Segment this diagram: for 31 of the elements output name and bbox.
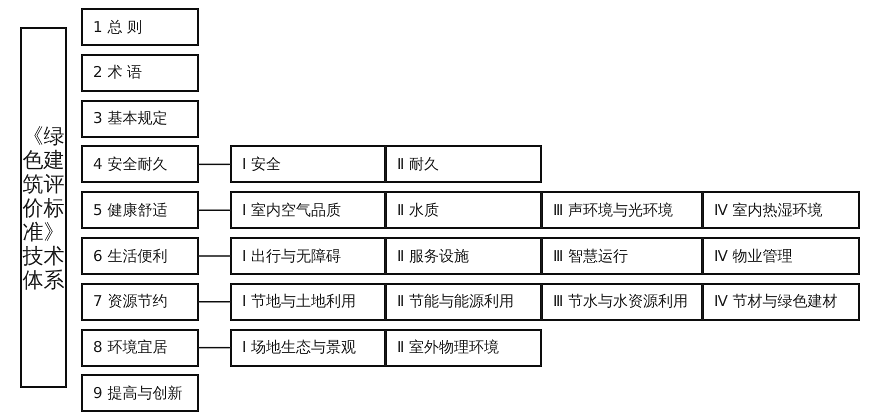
section-box: Ⅱ 节能与能源利用: [385, 282, 542, 321]
section-box: Ⅳ 室内热湿环境: [702, 191, 860, 230]
section-box: Ⅰ 安全: [230, 145, 386, 184]
chapter-box: 6 生活便利: [81, 237, 199, 275]
section-box: Ⅰ 场地生态与景观: [230, 328, 386, 367]
section-box: Ⅱ 服务设施: [385, 237, 542, 275]
section-box: Ⅳ 物业管理: [702, 237, 860, 275]
section-box: Ⅲ 智慧运行: [541, 237, 703, 275]
section-box: Ⅰ 室内空气品质: [230, 191, 386, 230]
chapter-box: 3 基本规定: [81, 100, 199, 138]
chapter-box: 9 提高与创新: [81, 374, 199, 412]
section-box: Ⅲ 声环境与光环境: [541, 191, 703, 230]
section-box: Ⅲ 节水与水资源利用: [541, 282, 703, 321]
chapter-box: 5 健康舒适: [81, 191, 199, 230]
connector-line: [199, 255, 230, 257]
section-box: Ⅱ 水质: [385, 191, 542, 230]
chapter-box: 7 资源节约: [81, 282, 199, 321]
chapter-box: 2 术 语: [81, 54, 199, 92]
section-box: Ⅰ 出行与无障碍: [230, 237, 386, 275]
chapter-box: 4 安全耐久: [81, 145, 199, 184]
connector-line: [199, 164, 230, 166]
section-box: Ⅱ 耐久: [385, 145, 542, 184]
section-box: Ⅳ 节材与绿色建材: [702, 282, 860, 321]
connector-line: [199, 301, 230, 303]
section-box: Ⅰ 节地与土地利用: [230, 282, 386, 321]
connector-line: [199, 346, 230, 348]
chapter-box: 1 总 则: [81, 8, 199, 46]
section-box: Ⅱ 室外物理环境: [385, 328, 542, 367]
title-box: 《绿色建筑评价标准》技术体系: [20, 27, 67, 388]
chapter-box: 8 环境宜居: [81, 328, 199, 367]
connector-line: [199, 209, 230, 211]
